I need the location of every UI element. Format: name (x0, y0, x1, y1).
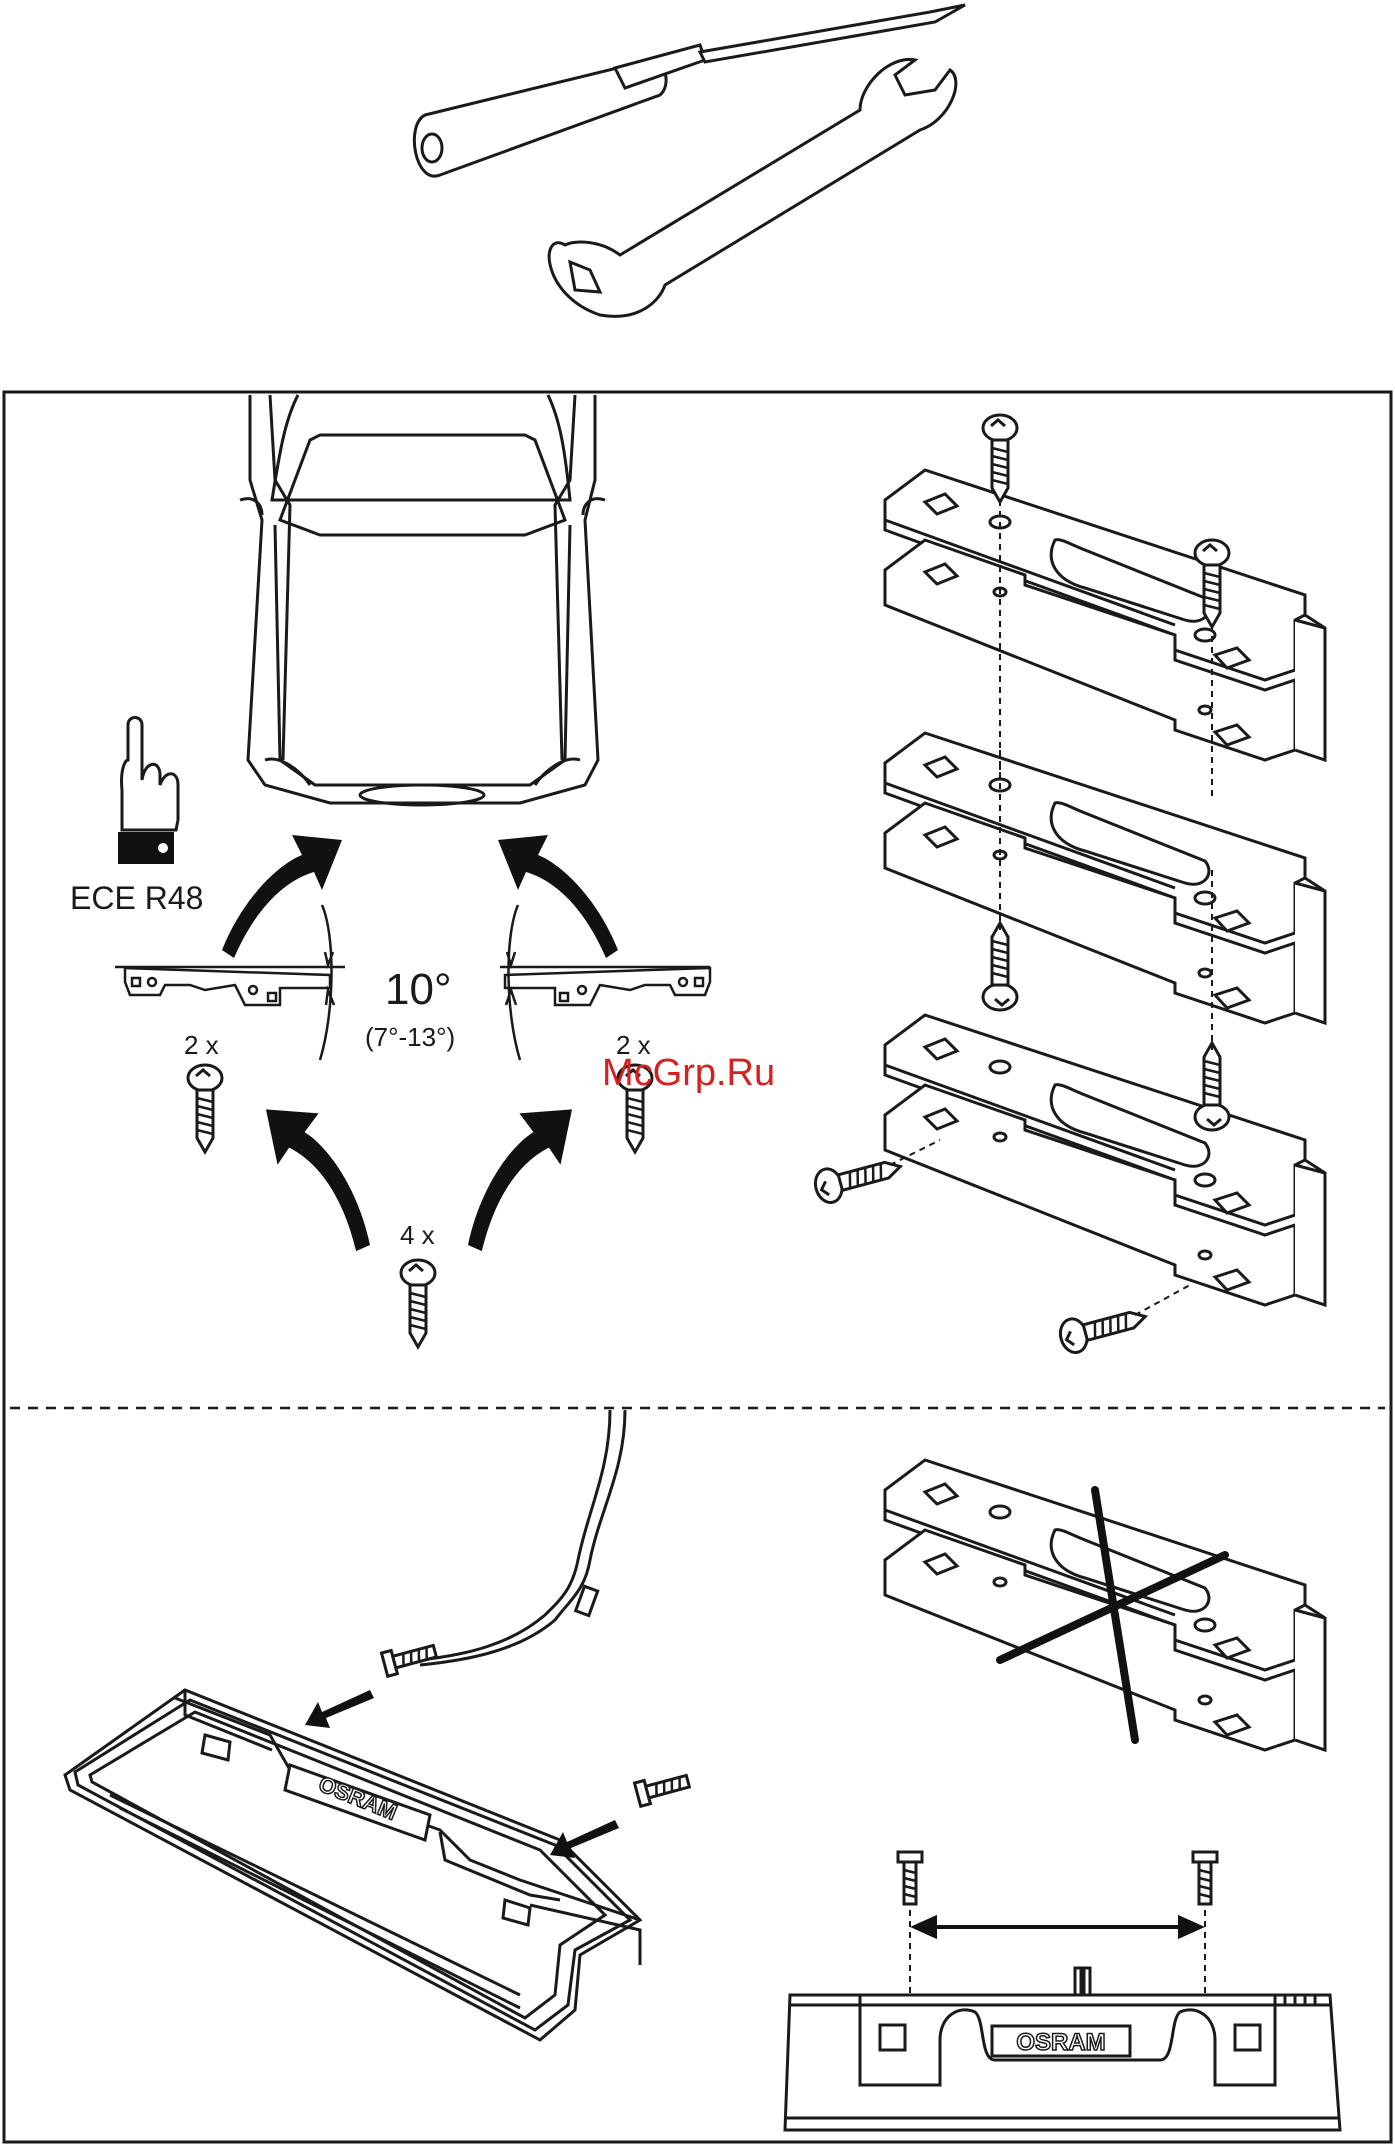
quantity-bottom-label: 4 x (400, 1220, 435, 1251)
insert-arrow-left (305, 1690, 374, 1728)
light-angle-left (115, 905, 345, 1060)
logo-osram-front: OSRAM (1016, 2029, 1105, 2056)
quantity-left-label: 2 x (184, 1030, 219, 1061)
spacing-dimension-arrow (915, 1918, 1200, 1936)
insert-arrow-right (550, 1820, 619, 1858)
hand-pointing-icon (118, 718, 178, 865)
angle-range-label: (7°-13°) (365, 1022, 455, 1053)
angle-main-label: 10° (385, 965, 452, 1015)
ece-r48-label: ECE R48 (70, 880, 203, 917)
light-bar-angled (65, 1410, 640, 2040)
watermark-text: McGrp.Ru (602, 1052, 775, 1095)
car-front-view (240, 395, 605, 805)
